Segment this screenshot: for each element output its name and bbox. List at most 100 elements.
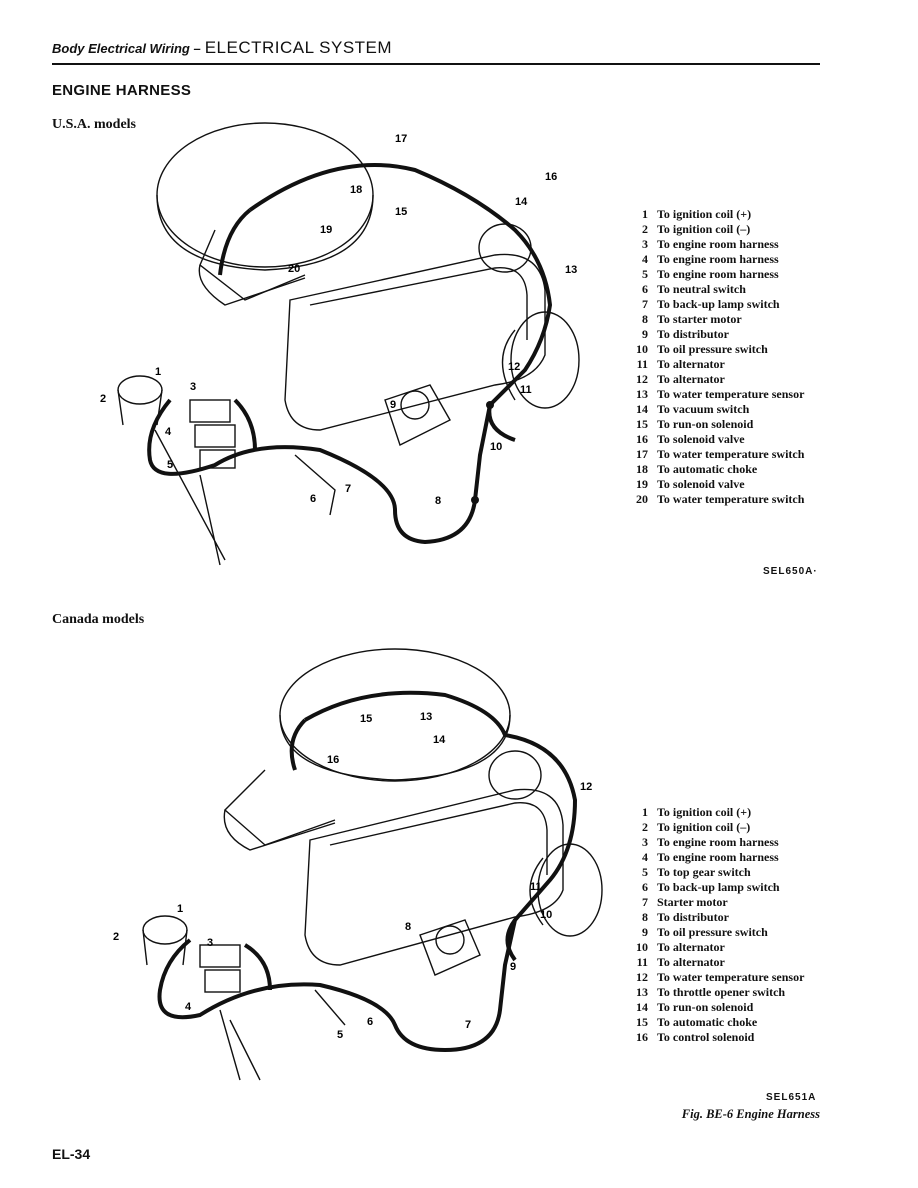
- callout-5: 5: [167, 459, 173, 471]
- legend-text: To run-on solenoid: [657, 1000, 754, 1014]
- legend-text: To oil pressure switch: [657, 342, 768, 356]
- legend-text: To water temperature switch: [657, 447, 805, 461]
- callout-4: 4: [185, 1001, 192, 1013]
- callout-14: 14: [433, 734, 446, 746]
- legend-item: 9 To distributor: [628, 327, 804, 342]
- callout-13: 13: [420, 711, 432, 723]
- usa-callouts: 17 16 14 18 15 19 20 13 12 11 9 10 1 2 3…: [100, 133, 577, 507]
- callout-17: 17: [395, 133, 407, 145]
- legend-text: To distributor: [657, 327, 729, 341]
- legend-item: 7 To back-up lamp switch: [628, 297, 804, 312]
- legend-number: 16: [636, 432, 648, 446]
- callout-7: 7: [345, 483, 351, 495]
- legend-number: 1: [642, 207, 648, 221]
- legend-number: 7: [642, 297, 648, 311]
- legend-number: 8: [642, 312, 648, 326]
- legend-text: To back-up lamp switch: [657, 297, 780, 311]
- legend-text: Starter motor: [657, 895, 728, 909]
- legend-number: 3: [642, 835, 648, 849]
- page-header: Body Electrical Wiring – ELECTRICAL SYST…: [52, 38, 820, 64]
- callout-11: 11: [530, 881, 542, 893]
- legend-number: 17: [636, 447, 648, 461]
- legend-number: 6: [642, 282, 648, 296]
- legend-number: 13: [636, 985, 648, 999]
- legend-text: To automatic choke: [657, 1015, 758, 1029]
- callout-9: 9: [390, 399, 396, 411]
- callout-12: 12: [508, 361, 520, 373]
- usa-subtitle: U.S.A. models: [52, 117, 137, 132]
- callout-3: 3: [190, 381, 196, 393]
- legend-text: To distributor: [657, 910, 729, 924]
- legend-number: 11: [636, 357, 648, 371]
- legend-number: 4: [642, 252, 648, 266]
- legend-text: To engine room harness: [657, 850, 779, 864]
- callout-19: 19: [320, 224, 332, 236]
- legend-text: To back-up lamp switch: [657, 880, 780, 894]
- legend-number: 9: [642, 925, 648, 939]
- legend-number: 12: [636, 970, 648, 984]
- callout-12: 12: [580, 781, 592, 793]
- legend-number: 19: [636, 477, 648, 491]
- callout-16: 16: [545, 171, 557, 183]
- legend-item: 7 Starter motor: [628, 895, 804, 910]
- callout-1: 1: [155, 366, 161, 378]
- legend-number: 16: [636, 1030, 648, 1044]
- legend-number: 2: [642, 820, 648, 834]
- legend-number: 20: [636, 492, 648, 506]
- legend-item: 6 To back-up lamp switch: [628, 880, 804, 895]
- legend-item: 2 To ignition coil (–): [628, 820, 804, 835]
- legend-number: 6: [642, 880, 648, 894]
- legend-number: 13: [636, 387, 648, 401]
- canada-callouts: 15 13 14 16 12 11 10 8 9 1 2 3 4 5 6 7: [113, 711, 592, 1041]
- callout-13: 13: [565, 264, 577, 276]
- callout-16: 16: [327, 754, 339, 766]
- callout-6: 6: [310, 493, 316, 505]
- usa-harness-diagram: 17 16 14 18 15 19 20 13 12 11 9 10 1 2 3…: [100, 122, 580, 566]
- callout-20: 20: [288, 263, 300, 275]
- legend-item: 11 To alternator: [628, 955, 804, 970]
- legend-text: To automatic choke: [657, 462, 758, 476]
- legend-text: To ignition coil (–): [657, 222, 751, 236]
- legend-text: To water temperature sensor: [657, 387, 805, 401]
- legend-number: 2: [642, 222, 648, 236]
- callout-10: 10: [490, 441, 502, 453]
- callout-8: 8: [435, 495, 441, 507]
- header-rule: [52, 63, 820, 65]
- callout-14: 14: [515, 196, 528, 208]
- legend-number: 11: [636, 955, 648, 969]
- legend-text: To control solenoid: [657, 1030, 755, 1044]
- legend-text: To engine room harness: [657, 267, 779, 281]
- legend-number: 1: [642, 805, 648, 819]
- legend-text: To engine room harness: [657, 237, 779, 251]
- legend-text: To alternator: [657, 372, 725, 386]
- legend-item: 1 To ignition coil (+): [628, 207, 804, 222]
- callout-11: 11: [520, 384, 532, 396]
- legend-number: 9: [642, 327, 648, 341]
- legend-text: To ignition coil (+): [657, 207, 752, 221]
- legend-text: To alternator: [657, 955, 725, 969]
- callout-15: 15: [395, 206, 407, 218]
- legend-number: 14: [636, 402, 648, 416]
- page-number: EL-34: [52, 1146, 91, 1162]
- legend-number: 3: [642, 237, 648, 251]
- legend-text: To ignition coil (–): [657, 820, 751, 834]
- legend-number: 5: [642, 865, 648, 879]
- legend-number: 4: [642, 850, 648, 864]
- legend-text: To alternator: [657, 940, 725, 954]
- callout-7: 7: [465, 1019, 471, 1031]
- legend-item: 17 To water temperature switch: [628, 447, 804, 462]
- legend-number: 7: [642, 895, 648, 909]
